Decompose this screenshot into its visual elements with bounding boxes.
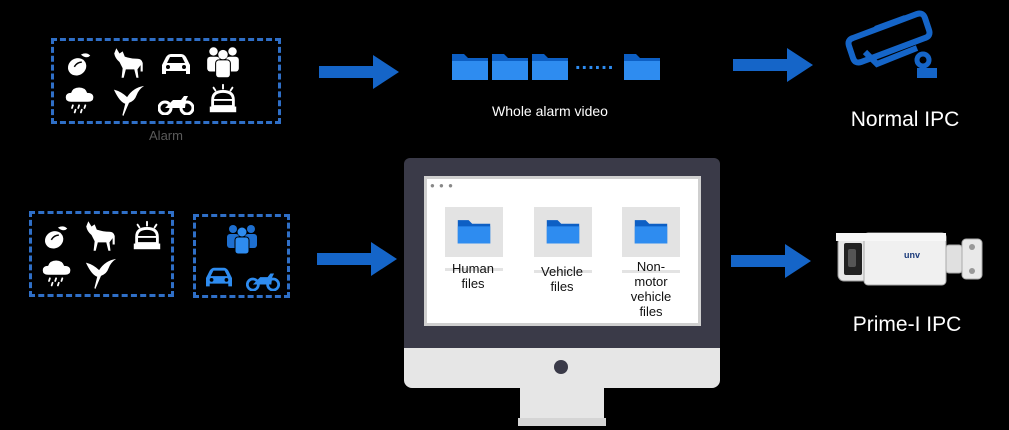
dog-icon — [110, 46, 148, 80]
whole-alarm-video-label: Whole alarm video — [492, 103, 608, 119]
vehicle-files-label: Vehicle files — [541, 264, 583, 294]
card-rule — [622, 270, 680, 273]
alarm-light-icon — [206, 83, 240, 115]
arrow-right-icon — [732, 48, 814, 82]
arrow-right-icon — [318, 55, 400, 89]
human-files-label: Human files — [452, 261, 494, 291]
non-motor-files-label: Non- motor vehicle files — [630, 259, 672, 319]
card-rule — [445, 268, 503, 271]
alarm-events-box — [51, 38, 281, 124]
rain-cloud-icon — [41, 258, 73, 288]
window-dots: ● ● ● — [430, 181, 454, 190]
folder-icon — [545, 214, 581, 246]
normal-ipc-label: Normal IPC — [850, 108, 960, 131]
people-icon — [204, 45, 242, 79]
folder-icon — [622, 48, 662, 82]
security-camera-icon — [845, 10, 937, 78]
arrow-right-icon — [730, 244, 812, 278]
ellipsis-dots: ...... — [575, 52, 615, 74]
car-icon — [206, 267, 232, 287]
motorcycle-icon — [158, 89, 194, 115]
lemon-icon — [41, 222, 71, 252]
motorcycle-icon — [246, 273, 280, 291]
car-icon — [158, 51, 194, 79]
monitor-stand — [520, 388, 604, 418]
folder-icon — [633, 214, 669, 246]
folder-icon — [456, 214, 492, 246]
bird-icon — [112, 83, 146, 117]
power-button — [554, 360, 568, 374]
alarm-events-box-2 — [29, 211, 174, 297]
bullet-camera-icon — [836, 232, 983, 286]
monitor-chin — [404, 348, 720, 388]
rain-cloud-icon — [64, 85, 96, 115]
lemon-icon — [64, 49, 94, 79]
folder-icon — [450, 48, 490, 82]
card-rule — [534, 270, 592, 273]
folder-icon — [530, 48, 570, 82]
arrow-right-icon — [316, 242, 398, 276]
folder-icon — [490, 48, 530, 82]
camera-brand: unv — [904, 250, 921, 260]
people-icon — [227, 225, 257, 255]
prime-i-ipc-label: Prime-I IPC — [852, 313, 962, 336]
monitor-base — [518, 418, 606, 426]
alarm-light-icon — [130, 220, 164, 252]
target-objects-box — [193, 214, 290, 298]
dog-icon — [82, 219, 120, 253]
alarm-caption: Alarm — [149, 128, 183, 143]
bird-icon — [84, 256, 118, 290]
